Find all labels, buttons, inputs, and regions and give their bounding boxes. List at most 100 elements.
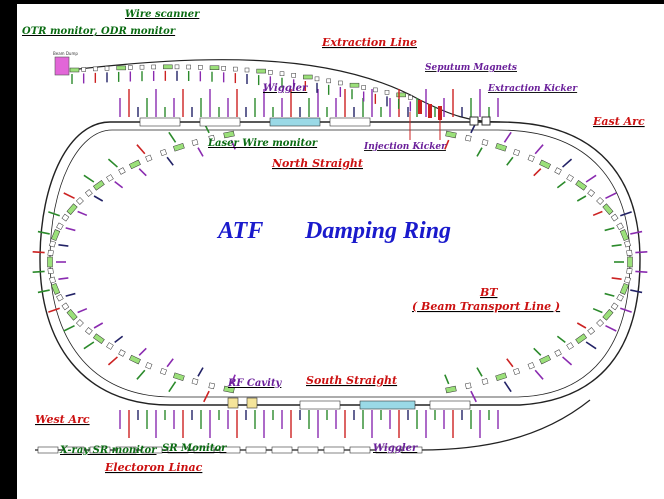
extraction-line-magnet	[104, 66, 110, 71]
ring-magnet	[93, 180, 105, 191]
element-tick	[168, 381, 177, 393]
ring-magnet	[173, 372, 185, 381]
rf-cavity-label: RF Cavity	[227, 378, 283, 389]
ring-magnet	[481, 139, 489, 146]
extraction-line-magnet	[408, 95, 413, 100]
ring-magnet	[619, 283, 629, 295]
extraction-line-magnet	[268, 70, 273, 75]
element-tick	[605, 192, 617, 200]
element-tick	[203, 390, 210, 403]
ring-magnet	[619, 229, 629, 241]
ring-magnet	[93, 333, 105, 344]
extraction-line-magnet	[279, 71, 285, 76]
element-tick	[37, 289, 50, 294]
ring-magnet	[49, 240, 56, 248]
ring-magnet	[624, 240, 631, 248]
beam-transport-line-label: ( Beam Transport Line )	[412, 300, 560, 313]
element-tick	[476, 147, 483, 157]
damping-ring-outline	[39, 121, 641, 406]
element-tick	[620, 307, 632, 313]
diagram-panel	[17, 4, 664, 499]
element-tick	[576, 195, 587, 202]
ring-magnet	[566, 174, 574, 182]
extraction-line-magnet	[338, 80, 343, 86]
element-tick	[592, 210, 603, 217]
element-tick	[107, 158, 118, 168]
ring-magnet	[223, 385, 235, 394]
linac-section	[193, 446, 215, 454]
element-tick	[620, 211, 632, 217]
ring-magnet	[51, 229, 61, 241]
rf-cavity-1	[227, 397, 239, 409]
extraction-line-label: Extraction Line	[321, 36, 417, 49]
element-tick	[611, 243, 622, 247]
element-tick	[585, 174, 597, 183]
element-tick	[77, 210, 88, 217]
extraction-line-magnet	[291, 73, 296, 78]
ring-magnet	[49, 276, 56, 284]
ring-magnet	[51, 283, 61, 295]
element-tick	[230, 139, 236, 150]
element-label-ticks	[32, 70, 648, 438]
element-tick	[470, 390, 477, 403]
element-tick	[533, 168, 542, 177]
ring-magnet	[106, 174, 114, 182]
west-arc-label: West Arc	[35, 413, 90, 426]
element-tick	[562, 356, 573, 366]
element-tick	[48, 307, 60, 313]
element-tick	[562, 158, 573, 168]
element-tick	[114, 335, 124, 343]
ring-magnet	[145, 154, 153, 162]
south-straight-label: South Straight	[306, 374, 397, 387]
ring-magnet	[118, 349, 126, 357]
element-tick	[37, 230, 50, 235]
ring-magnet	[47, 256, 53, 268]
extraction-line-magnet	[139, 64, 145, 70]
electron-linac-label: Electoron Linac	[104, 461, 203, 474]
sr-monitor-label: SR Monitor	[162, 443, 227, 454]
north-straight-devices	[139, 117, 371, 127]
linac-section	[375, 446, 397, 454]
linac-section	[271, 446, 293, 454]
ring-magnet	[118, 167, 126, 175]
south-straight-devices	[227, 397, 471, 410]
ring-magnet	[495, 372, 507, 381]
ring-magnet	[76, 319, 84, 327]
ring-magnet	[587, 327, 596, 335]
extraction-line-magnet	[209, 65, 220, 70]
extraction-line-magnet	[233, 66, 238, 72]
bt-label: BT	[479, 286, 498, 299]
beam-dump-label: Beam Dump	[53, 51, 78, 56]
extraction-line-magnet	[198, 65, 203, 70]
wiggler-bottom-label: Wiggler	[373, 443, 418, 454]
element-tick	[65, 227, 76, 232]
element-tick	[136, 369, 146, 380]
extraction-line-track	[69, 59, 501, 123]
element-tick	[444, 139, 450, 150]
ring-magnet	[539, 159, 551, 170]
ring-magnet	[566, 342, 574, 350]
element-tick	[635, 250, 648, 254]
extraction-line-magnet	[128, 65, 133, 70]
element-tick	[506, 156, 514, 166]
xray-sr-monitor-label: X-ray SR monitor	[59, 445, 157, 456]
ring-magnet	[481, 378, 489, 385]
ring-magnet	[602, 309, 614, 321]
diagram-title-atf: ATF	[216, 218, 263, 244]
ring-magnet	[587, 189, 596, 197]
rf-cavity-2	[246, 397, 258, 409]
element-tick	[77, 307, 88, 314]
linac-section	[323, 446, 345, 454]
ring-magnet	[445, 130, 457, 139]
ring-magnet	[445, 385, 457, 394]
element-tick	[93, 195, 104, 202]
extraction-line-magnet	[373, 87, 378, 93]
element-tick	[138, 347, 147, 356]
element-tick	[592, 307, 603, 314]
laser-wire-monitor-label: Laser Wire monitor	[207, 138, 318, 149]
element-tick	[136, 144, 146, 155]
element-tick	[93, 322, 104, 329]
ring-magnet	[61, 213, 70, 222]
ring-magnet	[627, 256, 633, 268]
